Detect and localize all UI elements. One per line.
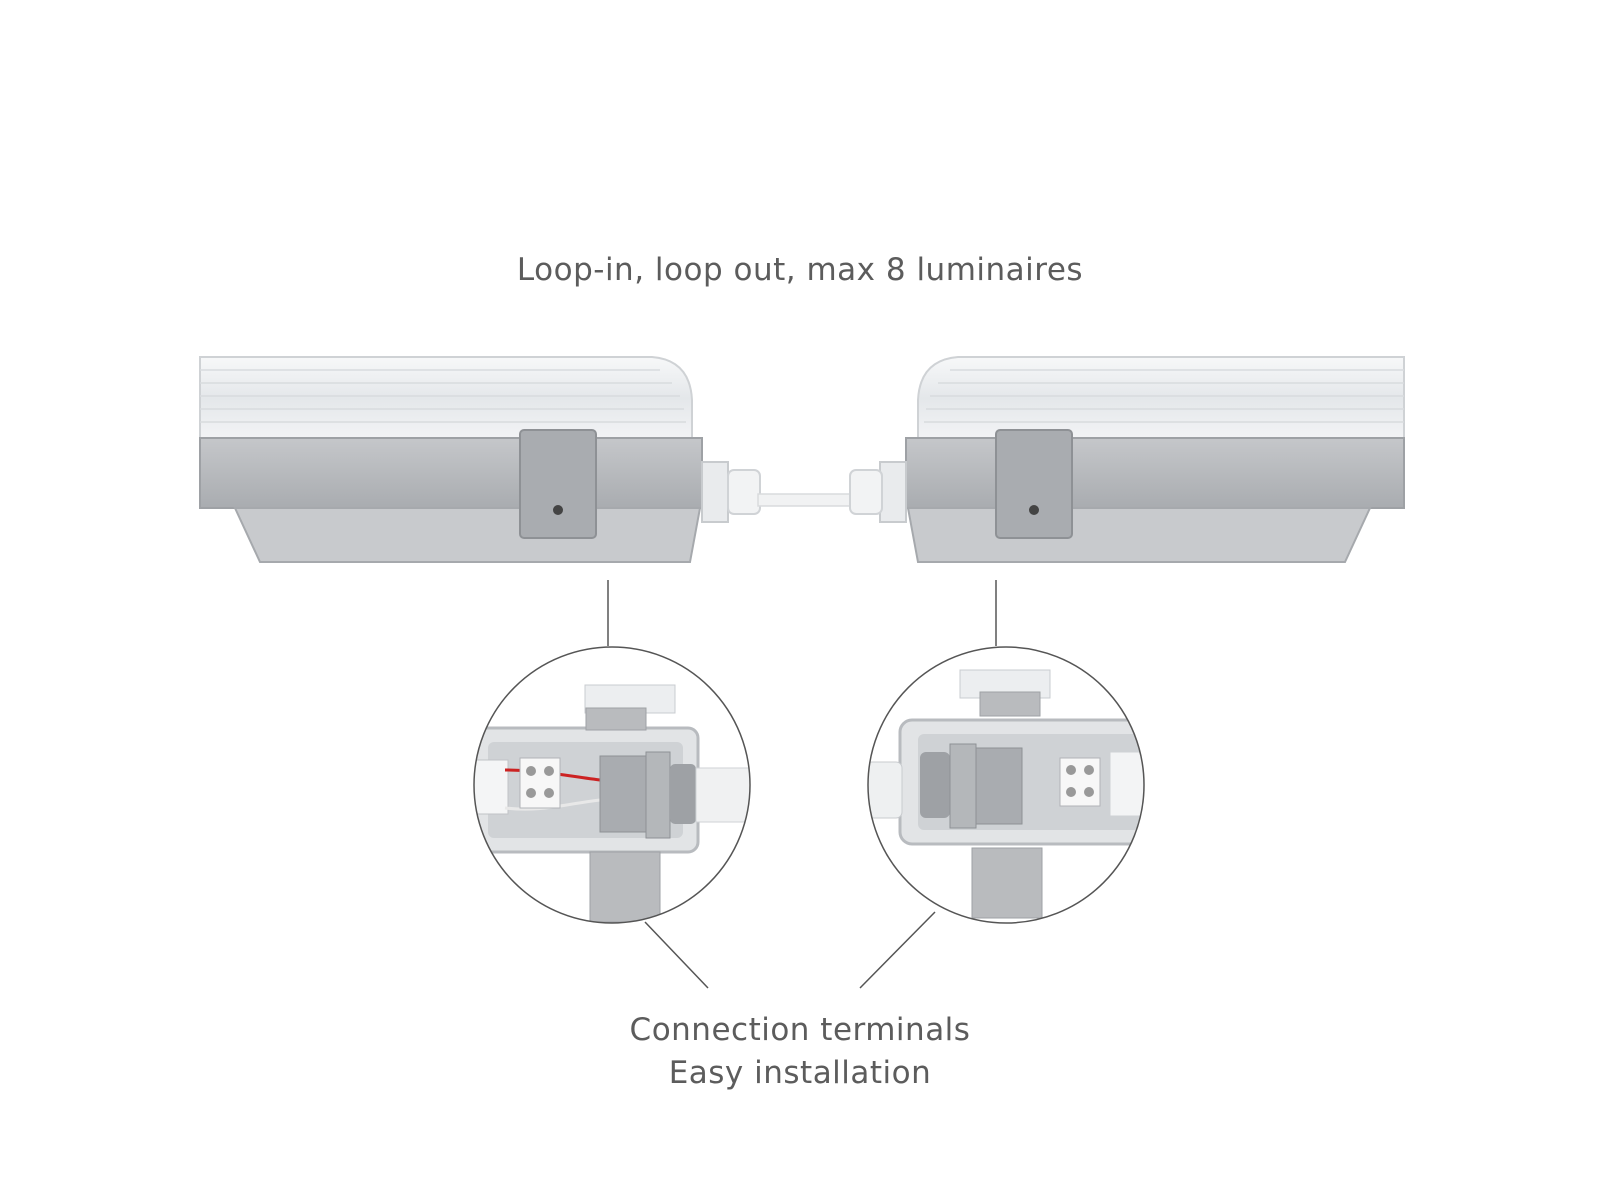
headline: Loop-in, loop out, max 8 luminaires xyxy=(516,252,1084,288)
right-detail-inset xyxy=(867,646,1145,924)
loop-cable xyxy=(757,493,851,507)
leader-lines xyxy=(607,580,997,989)
right-luminaire xyxy=(849,356,1405,563)
footer-line-1: Connection terminals xyxy=(629,1012,971,1048)
footer-line-2: Easy installation xyxy=(668,1055,932,1091)
left-luminaire xyxy=(199,356,761,563)
left-detail-inset xyxy=(473,646,751,924)
